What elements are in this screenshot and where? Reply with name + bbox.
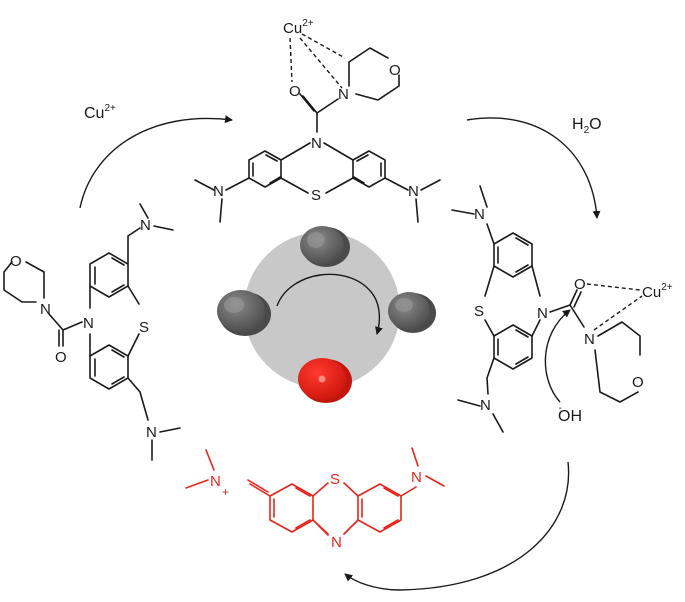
arrow-hydroxide-attack xyxy=(544,309,571,403)
svg-text:N: N xyxy=(311,135,322,152)
product-methylene-blue: S N N + N xyxy=(185,447,445,551)
svg-text:S: S xyxy=(330,471,340,488)
svg-text:+: + xyxy=(222,485,229,499)
molecule-top-cu-complex: N S O N O N N Cu2+ xyxy=(194,18,441,223)
svg-text:N: N xyxy=(83,315,94,332)
svg-text:N: N xyxy=(408,183,419,200)
svg-text:N: N xyxy=(210,473,221,490)
svg-text:N: N xyxy=(213,183,224,200)
svg-text:N: N xyxy=(474,206,485,223)
svg-text:N: N xyxy=(537,305,548,322)
molecule-right-intermediate: S N O N O Cu2+ N N xyxy=(451,185,673,433)
svg-text:S: S xyxy=(139,319,149,336)
svg-text:N: N xyxy=(140,217,151,234)
dark-disc-top xyxy=(300,226,350,267)
molecule-left-probe: N S O N O N N xyxy=(3,203,181,461)
catalytic-disc-graphic xyxy=(217,226,436,403)
dark-disc-right xyxy=(388,292,436,333)
svg-text:N: N xyxy=(480,397,491,414)
svg-text:Cu2+: Cu2+ xyxy=(283,18,314,37)
svg-text:O: O xyxy=(55,349,67,366)
arrow-bottom-right xyxy=(344,461,570,591)
water-label: H2O xyxy=(572,116,602,136)
svg-text:O: O xyxy=(632,374,644,391)
svg-text:S: S xyxy=(311,187,321,204)
arrow-top-right xyxy=(466,117,601,219)
dark-disc-left xyxy=(217,290,271,336)
svg-text:N: N xyxy=(146,424,157,441)
red-disc-bottom xyxy=(298,358,352,403)
svg-text:S: S xyxy=(474,303,484,320)
rotation-arrow xyxy=(276,273,383,335)
svg-text:Cu2+: Cu2+ xyxy=(642,282,673,301)
svg-text:N: N xyxy=(584,331,595,348)
cu-reagent-label: Cu2+ xyxy=(84,103,116,122)
arrow-top-left xyxy=(79,115,233,209)
svg-text:N: N xyxy=(338,86,349,103)
svg-text:O: O xyxy=(389,62,401,79)
svg-text:N: N xyxy=(331,534,342,551)
hydroxide-label: -OH xyxy=(558,403,582,425)
svg-text:N: N xyxy=(411,469,422,486)
cycle-arrows xyxy=(79,115,601,591)
svg-text:O: O xyxy=(289,83,301,100)
svg-text:N: N xyxy=(40,301,51,318)
svg-text:O: O xyxy=(574,276,586,293)
large-grey-disc xyxy=(244,232,400,388)
svg-text:O: O xyxy=(10,253,22,270)
